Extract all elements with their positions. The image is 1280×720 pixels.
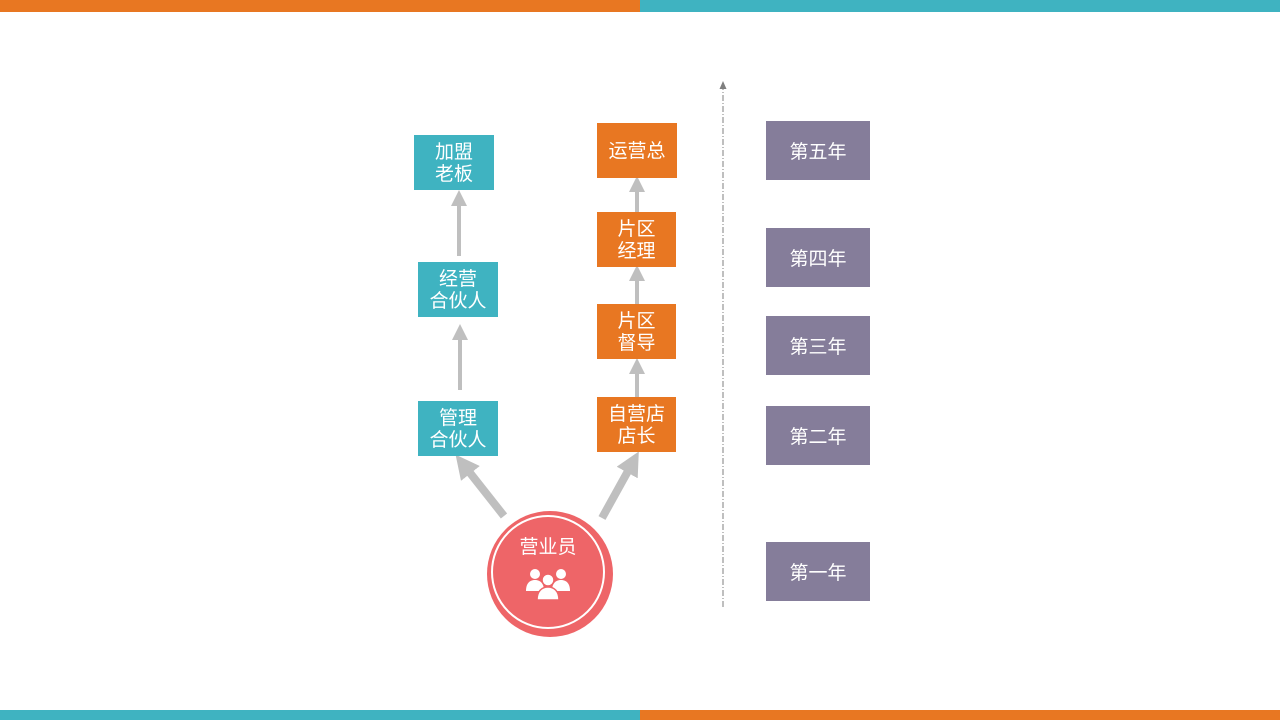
timeline-arrowhead [719, 81, 727, 89]
step-area-supervisor: 片区 督导 [597, 304, 676, 359]
year-label-5: 第五年 [766, 121, 870, 180]
origin-label: 营业员 [519, 536, 577, 558]
step-line1: 加盟 [434, 140, 473, 163]
year-label-3: 第三年 [766, 316, 870, 375]
bottom-bar-right [640, 710, 1280, 720]
step-operating-partner: 经营 合伙人 [418, 262, 498, 317]
step-line1: 片区 [617, 309, 656, 332]
step-line1: 运营总 [608, 139, 666, 162]
step-line1: 片区 [617, 217, 656, 240]
top-bar-left [0, 0, 640, 12]
step-line2: 合伙人 [429, 289, 487, 312]
step-management-partner: 管理 合伙人 [418, 401, 498, 456]
step-line2: 合伙人 [429, 428, 487, 451]
step-line2: 店长 [617, 424, 656, 447]
step-area-manager: 片区 经理 [597, 212, 676, 267]
arrow-origin-to-store [598, 451, 639, 520]
step-line1: 自营店 [607, 402, 665, 425]
year-label-1: 第一年 [766, 542, 870, 601]
step-store-manager: 自营店 店长 [597, 397, 676, 452]
year-label-4: 第四年 [766, 228, 870, 287]
origin-node: 营业员 [487, 511, 613, 637]
step-line2: 督导 [617, 331, 656, 354]
bottom-bar-left [0, 710, 640, 720]
top-bar-right [640, 0, 1280, 12]
origin-node-inner: 营业员 [491, 515, 605, 629]
year-label-2: 第二年 [766, 406, 870, 465]
people-group-icon [524, 567, 572, 606]
step-line2: 经理 [617, 239, 656, 262]
step-line2: 老板 [434, 162, 473, 185]
step-operations-director: 运营总 [597, 123, 677, 178]
step-line1: 管理 [438, 406, 477, 429]
arrow-origin-to-franchise [455, 454, 508, 519]
step-line1: 经营 [438, 267, 477, 290]
step-franchise-owner: 加盟 老板 [414, 135, 494, 190]
